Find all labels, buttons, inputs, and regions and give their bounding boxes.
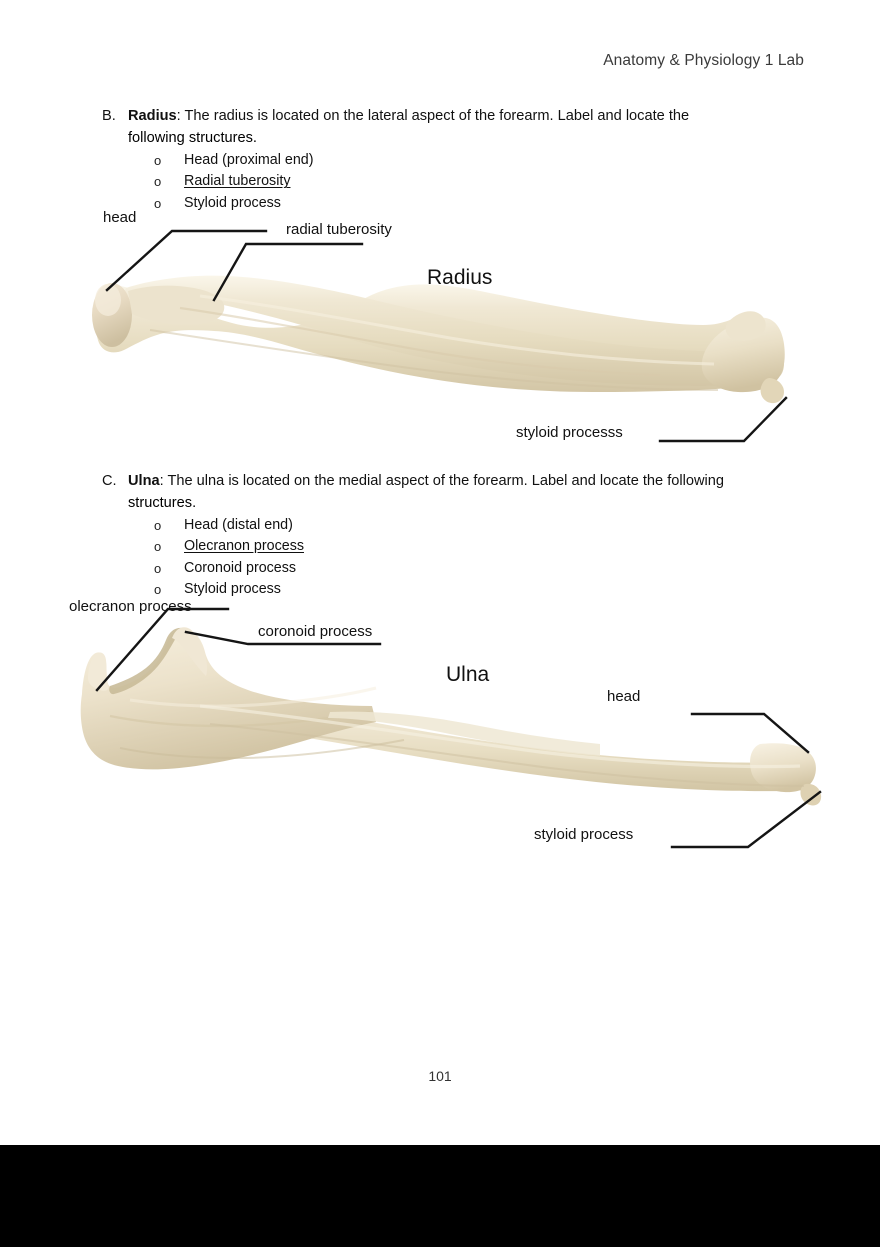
list-item-radius-styloid-process: o Styloid process [154,193,802,214]
radius-label-styloid-process: styloid processs [516,424,623,441]
ulna-trochlear-notch [109,627,182,695]
section-radius-intro-continued: following structures. [128,129,257,146]
radius-lower-shading [149,329,719,391]
radius-distal-end [701,317,785,393]
ulna-figure-title: Ulna [446,663,490,686]
list-item-label: Head (proximal end) [184,152,314,168]
bullet-circle-icon: o [154,539,162,555]
radius-highlight-line [199,294,715,366]
leader-radius-radial-tuberosity [212,242,364,302]
radius-figure-title: Radius [427,266,493,289]
list-item-olecranon-process: o Olecranon process [154,536,802,557]
list-item-label: Styloid process [184,581,281,598]
ulna-head [750,743,816,793]
ulna-proximal-highlight [129,686,377,708]
list-item-label: Styloid process [184,194,281,211]
ulna-label-styloid-process: styloid process [534,826,634,843]
list-item-coronoid-process: o Coronoid process [154,558,802,579]
radius-head-highlight [95,284,121,316]
bullet-circle-icon: o [154,195,162,211]
radius-shading-line [179,306,661,377]
ulna-proximal-lower-shading [119,739,405,760]
document-header-title: Anatomy & Physiology 1 Lab [603,52,804,69]
section-radius-letter: B. [102,108,116,124]
ulna-shaft [146,690,808,792]
page-number: 101 [428,1068,452,1084]
ulna-label-olecranon-process: olecranon process [69,598,192,615]
ulna-label-coronoid-process: coronoid process [258,623,373,640]
section-ulna-structure-list: o Head (distal end) o Olecranon process … [102,515,802,601]
list-item-radius-head: o Head (proximal end) [154,150,802,171]
radius-bone-image [92,275,785,404]
ulna-coronoid-process [172,627,208,676]
radius-styloid-process [760,378,784,404]
list-item-ulna-head: o Head (distal end) [154,515,802,536]
ulna-bone-image [80,627,822,806]
bullet-circle-icon: o [154,153,162,168]
leader-radius-head [105,229,268,292]
section-radius-heading: B. Radius: The radius is located on the … [102,106,802,128]
bullet-circle-icon: o [154,560,162,576]
bullet-circle-icon: o [154,518,162,533]
section-radius-term: Radius [128,108,177,124]
radius-label-radial-tuberosity: radial tuberosity [286,221,392,238]
list-item-label: Olecranon process [184,538,304,555]
leader-ulna-olecranon-process [95,607,230,692]
list-item-label: Radial tuberosity [184,173,291,190]
ulna-olecranon-process [88,652,109,691]
ulna-styloid-process [800,783,822,806]
ulna-shaft-highlight [199,704,801,769]
section-ulna: C. Ulna: The ulna is located on the medi… [102,471,802,601]
section-ulna-intro-continued: structures. [128,494,197,511]
ulna-label-head: head [607,688,641,705]
radius-shaft [94,284,784,392]
section-ulna-letter: C. [102,473,117,489]
radius-leader-lines [105,229,788,443]
radius-shaft-body [120,275,746,386]
section-ulna-heading: C. Ulna: The ulna is located on the medi… [102,471,802,493]
bullet-circle-icon: o [154,174,162,190]
radius-dorsal-tubercle [725,311,766,341]
list-item-label: Head (distal end) [184,517,293,533]
ulna-leader-lines [95,607,822,849]
bottom-black-band [0,1145,880,1247]
list-item-label: Coronoid process [184,559,297,576]
section-radius-intro-text: : The radius is located on the lateral a… [176,108,690,124]
radius-label-head: head [103,209,137,226]
list-item-radial-tuberosity: o Radial tuberosity [154,171,802,192]
leader-ulna-styloid-process [670,790,822,849]
ulna-proximal-shading [109,710,371,728]
ulna-shaft-shading [209,723,805,787]
section-ulna-term: Ulna [128,473,160,489]
radius-tuberosity [128,285,225,325]
leader-ulna-head [690,712,810,754]
radius-head [92,283,132,347]
list-item-ulna-styloid-process: o Styloid process [154,579,802,600]
section-radius-intro: Radius: The radius is located on the lat… [128,106,802,128]
ulna-interosseous-ridge [328,711,600,756]
section-ulna-intro: Ulna: The ulna is located on the medial … [128,471,802,493]
leader-radius-styloid-process [658,396,788,443]
ulna-proximal-end [80,628,377,770]
section-ulna-intro-text: : The ulna is located on the medial aspe… [159,473,724,489]
section-radius-structure-list: o Head (proximal end) o Radial tuberosit… [102,150,802,214]
section-radius: B. Radius: The radius is located on the … [102,106,802,214]
bullet-circle-icon: o [154,582,162,598]
